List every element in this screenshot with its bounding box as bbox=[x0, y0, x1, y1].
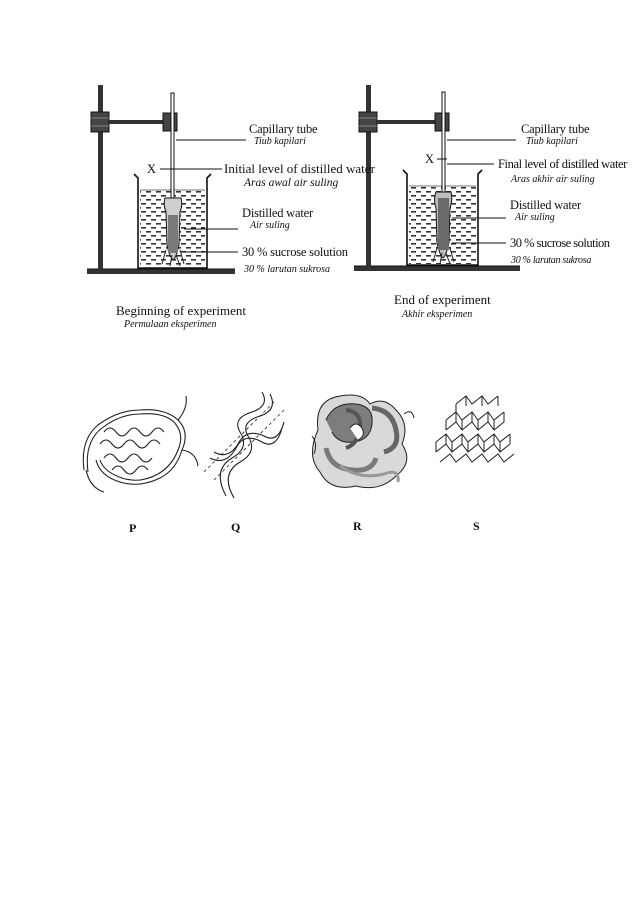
left-clamp-boss bbox=[90, 111, 110, 133]
left-x-mark: X bbox=[147, 162, 156, 176]
right-apparatus bbox=[354, 85, 520, 271]
right-final-level-label-ms: Aras akhir air suling bbox=[511, 174, 595, 185]
left-sucrose-label-ms: 30 % larutan sukrosa bbox=[244, 264, 331, 275]
left-distilled-water-label-ms: Air suling bbox=[250, 220, 290, 231]
right-clamp-arm bbox=[377, 120, 437, 124]
right-final-level-label: Final level of distilled water bbox=[498, 157, 627, 171]
structure-q-label: Q bbox=[231, 520, 241, 534]
structure-q-drawing bbox=[203, 391, 287, 499]
left-apparatus bbox=[87, 85, 246, 274]
structure-p-label: P bbox=[129, 521, 137, 535]
right-distilled-water-label: Distilled water bbox=[510, 198, 581, 212]
structure-r-label: R bbox=[353, 519, 362, 533]
left-initial-level-label-ms: Aras awal air suling bbox=[244, 177, 339, 189]
left-sucrose-label: 30 % sucrose solution bbox=[242, 245, 348, 259]
left-caption: Beginning of experiment bbox=[116, 303, 246, 318]
right-distilled-water-label-ms: Air suling bbox=[515, 212, 555, 223]
left-distilled-water-label: Distilled water bbox=[242, 206, 313, 220]
right-clamp-boss bbox=[358, 111, 378, 133]
left-capillary-tube-label-ms: Tiub kapilari bbox=[254, 136, 306, 147]
left-initial-level-label: Initial level of distilled water bbox=[224, 161, 375, 176]
left-stand bbox=[98, 85, 103, 271]
structure-s-label: S bbox=[473, 519, 480, 533]
right-caption: End of experiment bbox=[394, 292, 491, 307]
left-base bbox=[87, 269, 235, 274]
right-stand bbox=[366, 85, 371, 268]
right-x-mark: X bbox=[425, 152, 434, 166]
right-beaker bbox=[402, 169, 483, 266]
left-clamp-arm bbox=[109, 120, 166, 124]
right-sucrose-label-ms: 30 % larutan sukrosa bbox=[511, 255, 592, 266]
structure-s-drawing bbox=[435, 395, 515, 463]
right-sucrose-label: 30 % sucrose solution bbox=[510, 236, 610, 250]
structure-r-drawing bbox=[311, 394, 415, 489]
right-base bbox=[354, 266, 520, 271]
structure-p-drawing bbox=[82, 395, 199, 493]
right-capillary-tube-label-ms: Tiub kapilari bbox=[526, 136, 578, 147]
right-capillary-tube-label: Capillary tube bbox=[521, 122, 590, 136]
right-caption-ms: Akhir eksperimen bbox=[402, 309, 473, 320]
left-beaker bbox=[133, 173, 212, 269]
left-capillary-tube-label: Capillary tube bbox=[249, 122, 318, 136]
left-tube-clamp bbox=[162, 112, 178, 132]
left-caption-ms: Permulaan eksperimen bbox=[124, 319, 217, 330]
